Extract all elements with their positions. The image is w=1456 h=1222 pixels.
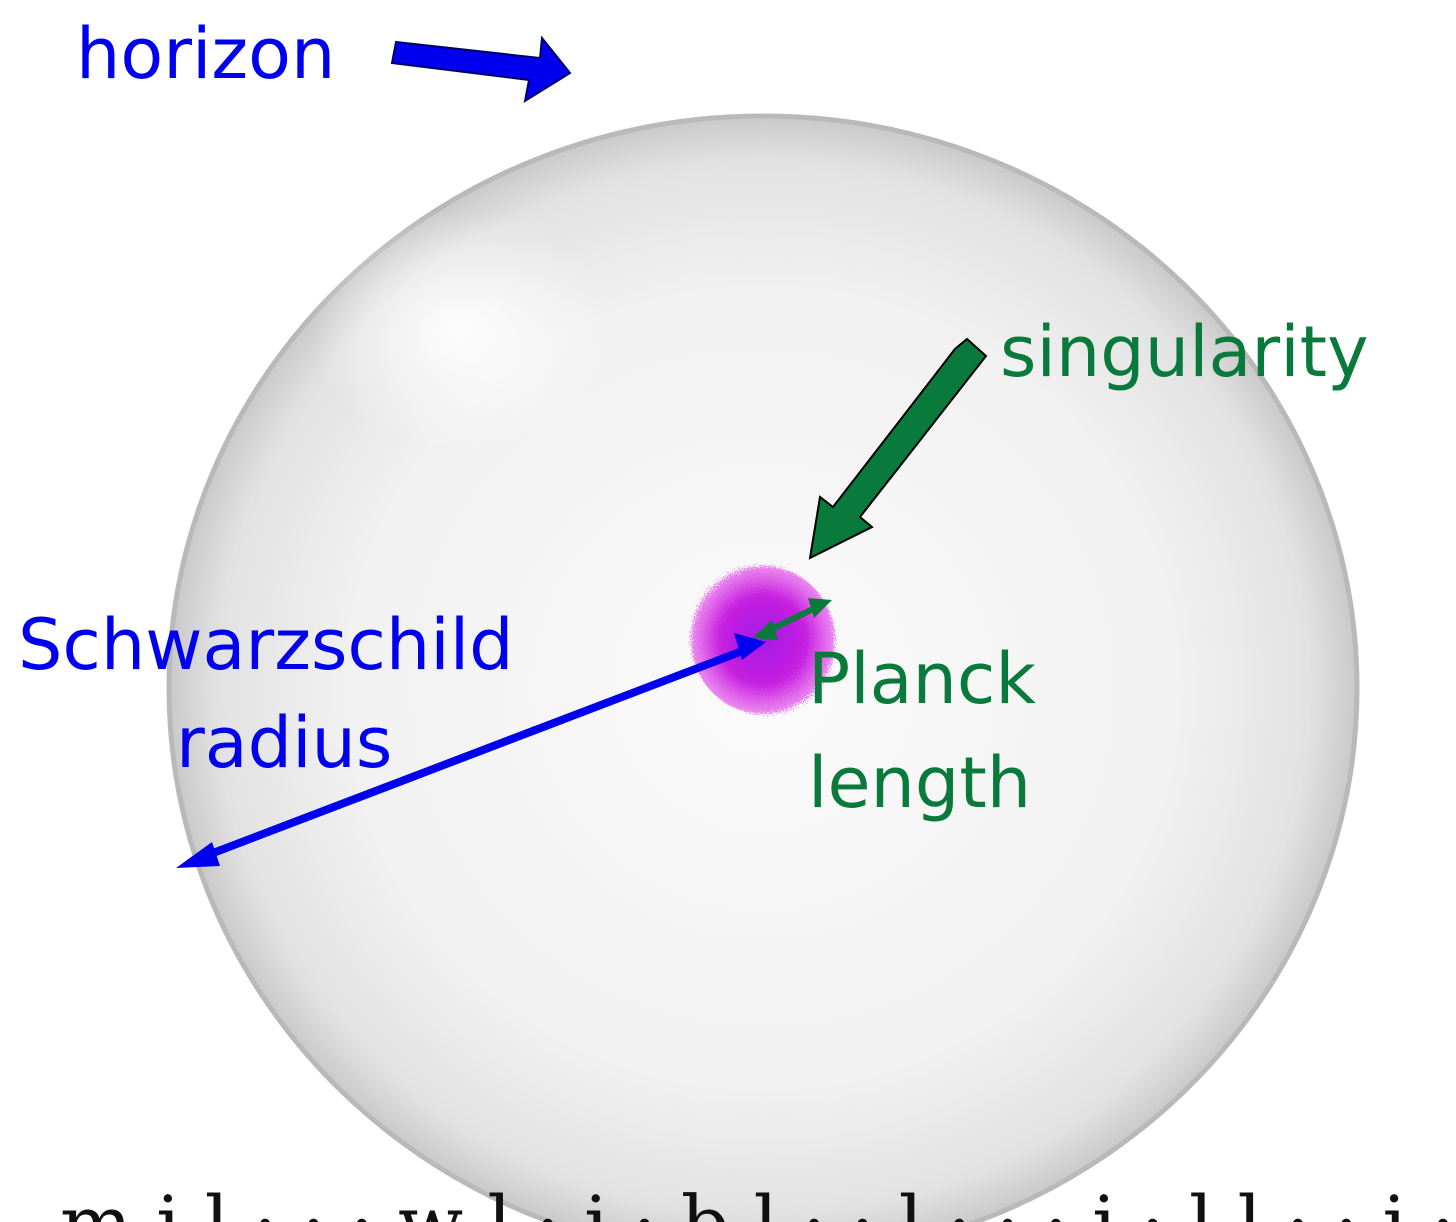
planck-length-arrow <box>752 598 832 640</box>
planck-label: Planck <box>808 638 1036 720</box>
radius-label: radius <box>176 702 392 784</box>
length-label: length <box>808 742 1031 824</box>
caption-text-cropped: m i l · · · w l · i · b l · · l · · · i … <box>60 1179 1456 1222</box>
singularity-label: singularity <box>1000 311 1369 393</box>
horizon-label: horizon <box>76 13 335 95</box>
horizon-arrow <box>390 35 572 104</box>
singularity-arrow <box>808 337 988 560</box>
singularity-blob <box>691 566 835 714</box>
sphere-highlight <box>310 210 610 450</box>
schwarzschild-radius-arrow <box>176 633 766 868</box>
schwarzschild-label: Schwarzschild <box>18 604 514 686</box>
